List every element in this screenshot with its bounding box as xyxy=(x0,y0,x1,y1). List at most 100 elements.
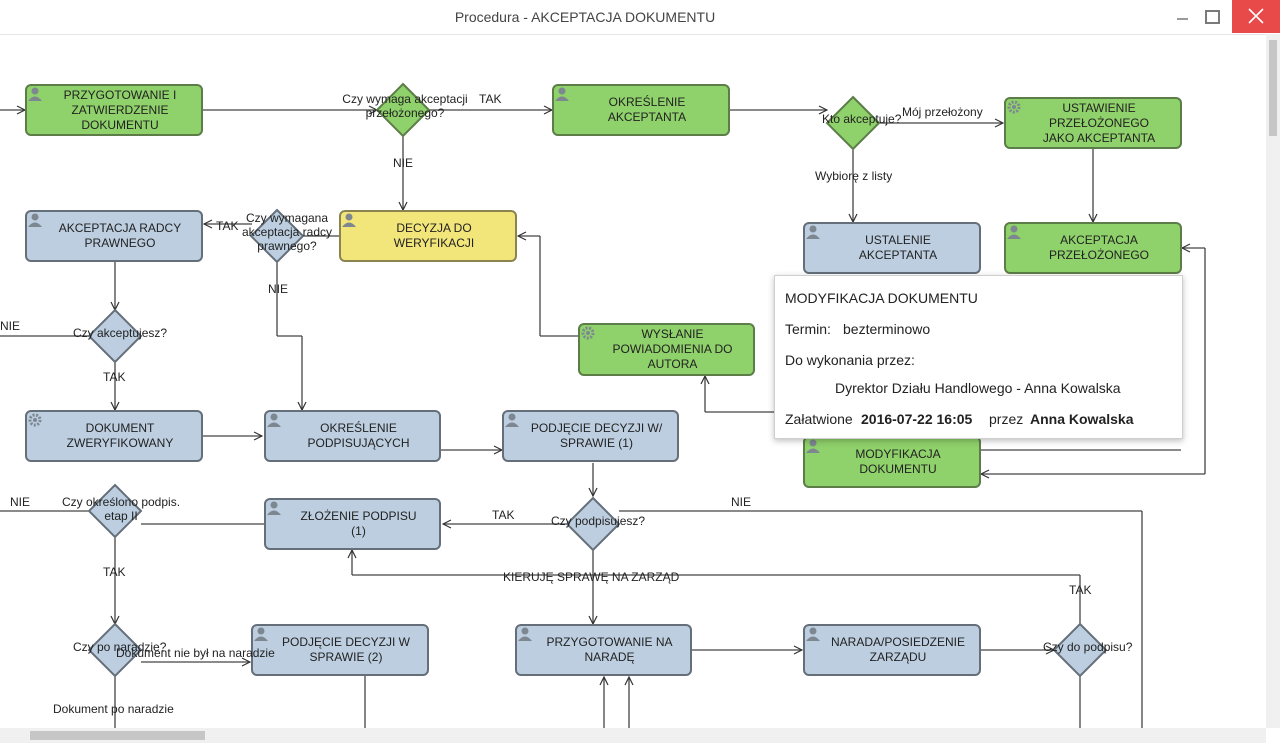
user-task-icon xyxy=(28,87,42,101)
popup-done-by-label: przez xyxy=(989,411,1024,427)
task-dokument-zweryfikowany[interactable]: DOKUMENT ZWERYFIKOWANY xyxy=(25,410,203,462)
task-label: MODYFIKACJA DOKUMENTU xyxy=(855,447,941,476)
task-ustalenie-akceptanta[interactable]: USTALENIE AKCEPTANTA xyxy=(803,222,981,274)
task-podjecie-decyzji-1[interactable]: PODJĘCIE DECYZJI W/ SPRAWIE (1) xyxy=(502,410,679,462)
gateway-label-g3: Czy wymagana akceptacja radcy prawnego? xyxy=(241,211,333,253)
service-task-icon xyxy=(28,413,42,427)
gateway-label-g4: Czy akceptujesz? xyxy=(73,326,168,340)
task-ustawienie-przelozonego[interactable]: USTAWIENIE PRZEŁOŻONEGO JAKO AKCEPTANTA xyxy=(1004,97,1182,149)
task-label: DECYZJA DO WERYFIKACJI xyxy=(393,221,475,250)
edge-label-tak: TAK xyxy=(492,508,515,522)
user-task-icon xyxy=(518,627,532,641)
user-task-icon xyxy=(505,413,519,427)
task-label: AKCEPTACJA RADCY PRAWNEGO xyxy=(58,221,182,250)
task-label: USTAWIENIE PRZEŁOŻONEGO JAKO AKCEPTANTA xyxy=(1042,100,1156,145)
task-label: OKREŚLENIE PODPISUJĄCYCH xyxy=(307,421,410,450)
popup-wykonanie-label: Do wykonania przez: xyxy=(785,352,915,368)
user-task-icon xyxy=(267,501,281,515)
edge-label-moj-przelozony: Mój przełożony xyxy=(902,105,983,119)
edge-label-kieruje: KIERUJĘ SPRAWĘ NA ZARZĄD xyxy=(503,570,680,584)
diagram-canvas: PRZYGOTOWANIE I ZATWIERDZENIE DOKUMENTU … xyxy=(0,34,1266,728)
task-label: AKCEPTACJA PRZEŁOŻONEGO xyxy=(1048,233,1149,262)
gateway-g8 xyxy=(1052,622,1108,678)
popup-termin-value: bezterminowo xyxy=(843,321,931,337)
task-okreslenie-podpisujacych[interactable]: OKREŚLENIE PODPISUJĄCYCH xyxy=(264,410,441,462)
task-akceptacja-przelozonego[interactable]: AKCEPTACJA PRZEŁOŻONEGO xyxy=(1004,222,1182,274)
gateway-label-g1: Czy wymaga akceptacji przełożonego? xyxy=(342,92,468,120)
gateway-g2 xyxy=(825,95,881,151)
edge-label-tak: TAK xyxy=(479,92,502,106)
user-task-icon xyxy=(806,627,820,641)
minimize-icon xyxy=(1177,18,1188,20)
edge-label-po-naradzie: Dokument po naradzie xyxy=(53,702,174,716)
task-okreslenie-akceptanta[interactable]: OKREŚLENIE AKCEPTANTA xyxy=(552,84,730,136)
window-titlebar: Procedura - AKCEPTACJA DOKUMENTU xyxy=(0,0,1280,35)
user-task-icon xyxy=(254,627,268,641)
popup-termin-label: Termin: xyxy=(785,321,831,337)
gateway-label-g7: Czy po naradzie? xyxy=(73,640,167,654)
horizontal-scrollbar[interactable] xyxy=(0,728,1266,743)
popup-done-by: Anna Kowalska xyxy=(1030,411,1134,427)
close-icon xyxy=(1248,8,1264,24)
maximize-button[interactable] xyxy=(1200,0,1228,33)
edge-label-tak: TAK xyxy=(103,370,126,384)
task-przygotowanie-narade[interactable]: PRZYGOTOWANIE NA NARADĘ xyxy=(515,624,692,676)
popup-assignee: Dyrektor Działu Handlowego - Anna Kowals… xyxy=(835,380,1121,396)
close-button[interactable] xyxy=(1232,0,1280,33)
task-przygotowanie[interactable]: PRZYGOTOWANIE I ZATWIERDZENIE DOKUMENTU xyxy=(25,84,203,136)
horizontal-scroll-thumb[interactable] xyxy=(30,731,205,740)
task-label: WYSŁANIE POWIADOMIENIA DO AUTORA xyxy=(612,327,733,371)
task-wyslanie-powiadomienia[interactable]: WYSŁANIE POWIADOMIENIA DO AUTORA xyxy=(578,323,755,376)
gateway-g1 xyxy=(375,82,431,138)
gateway-label-g5: Czy określono podpis. etap II xyxy=(61,495,181,523)
edge-label-nie: NIE xyxy=(268,282,289,296)
task-modyfikacja-dokumentu[interactable]: MODYFIKACJA DOKUMENTU xyxy=(803,436,981,488)
gateway-g5 xyxy=(87,483,143,539)
user-task-icon xyxy=(28,213,42,227)
gateway-g7 xyxy=(87,622,143,678)
minimize-button[interactable] xyxy=(1170,0,1210,33)
gateway-label-g8: Czy do podpisu? xyxy=(1043,640,1133,654)
edge-label-nie: NIE xyxy=(0,319,21,333)
task-label: ZŁOŻENIE PODPISU (1) xyxy=(300,509,417,538)
task-label: USTALENIE AKCEPTANTA xyxy=(858,233,938,262)
task-details-popup: MODYFIKACJA DOKUMENTU Termin: beztermino… xyxy=(774,275,1183,439)
edge-label-nie-byl: Dokument nie był na naradzie xyxy=(116,646,275,660)
edge-label-wybiore-z-listy: Wybiorę z listy xyxy=(815,169,893,183)
popup-done-date: 2016-07-22 16:05 xyxy=(861,411,973,427)
user-task-icon xyxy=(1007,225,1021,239)
gateway-label-g6: Czy podpisujesz? xyxy=(551,514,646,528)
user-task-icon xyxy=(342,213,356,227)
popup-title: MODYFIKACJA DOKUMENTU xyxy=(785,290,978,306)
task-label: OKREŚLENIE AKCEPTANTA xyxy=(607,95,687,124)
task-akceptacja-radcy[interactable]: AKCEPTACJA RADCY PRAWNEGO xyxy=(25,210,203,262)
task-label: DOKUMENT ZWERYFIKOWANY xyxy=(66,421,174,450)
edge-label-tak: TAK xyxy=(1069,583,1092,597)
task-label: NARADA/POSIEDZENIE ZARZĄDU xyxy=(830,635,966,664)
user-task-icon xyxy=(267,413,281,427)
task-label: PODJĘCIE DECYZJI W SPRAWIE (2) xyxy=(281,635,410,664)
gateway-g3 xyxy=(249,208,305,264)
diagram-connectors xyxy=(0,82,1206,728)
task-podjecie-decyzji-2[interactable]: PODJĘCIE DECYZJI W SPRAWIE (2) xyxy=(251,624,429,676)
task-narada[interactable]: NARADA/POSIEDZENIE ZARZĄDU xyxy=(803,624,981,676)
user-task-icon xyxy=(806,225,820,239)
task-label: PRZYGOTOWANIE NA NARADĘ xyxy=(546,635,673,664)
user-task-icon xyxy=(555,87,569,101)
task-label: PRZYGOTOWANIE I ZATWIERDZENIE DOKUMENTU xyxy=(63,87,177,132)
window-title: Procedura - AKCEPTACJA DOKUMENTU xyxy=(454,9,716,25)
edge-label-nie: NIE xyxy=(731,495,752,509)
popup-done-label: Załatwione xyxy=(785,411,853,427)
service-task-icon xyxy=(581,326,595,340)
edge-label-nie: NIE xyxy=(10,495,31,509)
user-task-icon xyxy=(806,439,820,453)
gateway-g4 xyxy=(87,308,143,364)
vertical-scroll-thumb[interactable] xyxy=(1269,40,1277,136)
vertical-scrollbar[interactable] xyxy=(1266,34,1280,728)
edge-label-nie: NIE xyxy=(393,156,414,170)
task-decyzja-weryfikacji[interactable]: DECYZJA DO WERYFIKACJI xyxy=(339,210,517,262)
service-task-icon xyxy=(1007,100,1021,114)
task-zlozenie-podpisu[interactable]: ZŁOŻENIE PODPISU (1) xyxy=(264,498,441,550)
task-label: PODJĘCIE DECYZJI W/ SPRAWIE (1) xyxy=(530,421,663,450)
maximize-icon xyxy=(1205,10,1220,24)
